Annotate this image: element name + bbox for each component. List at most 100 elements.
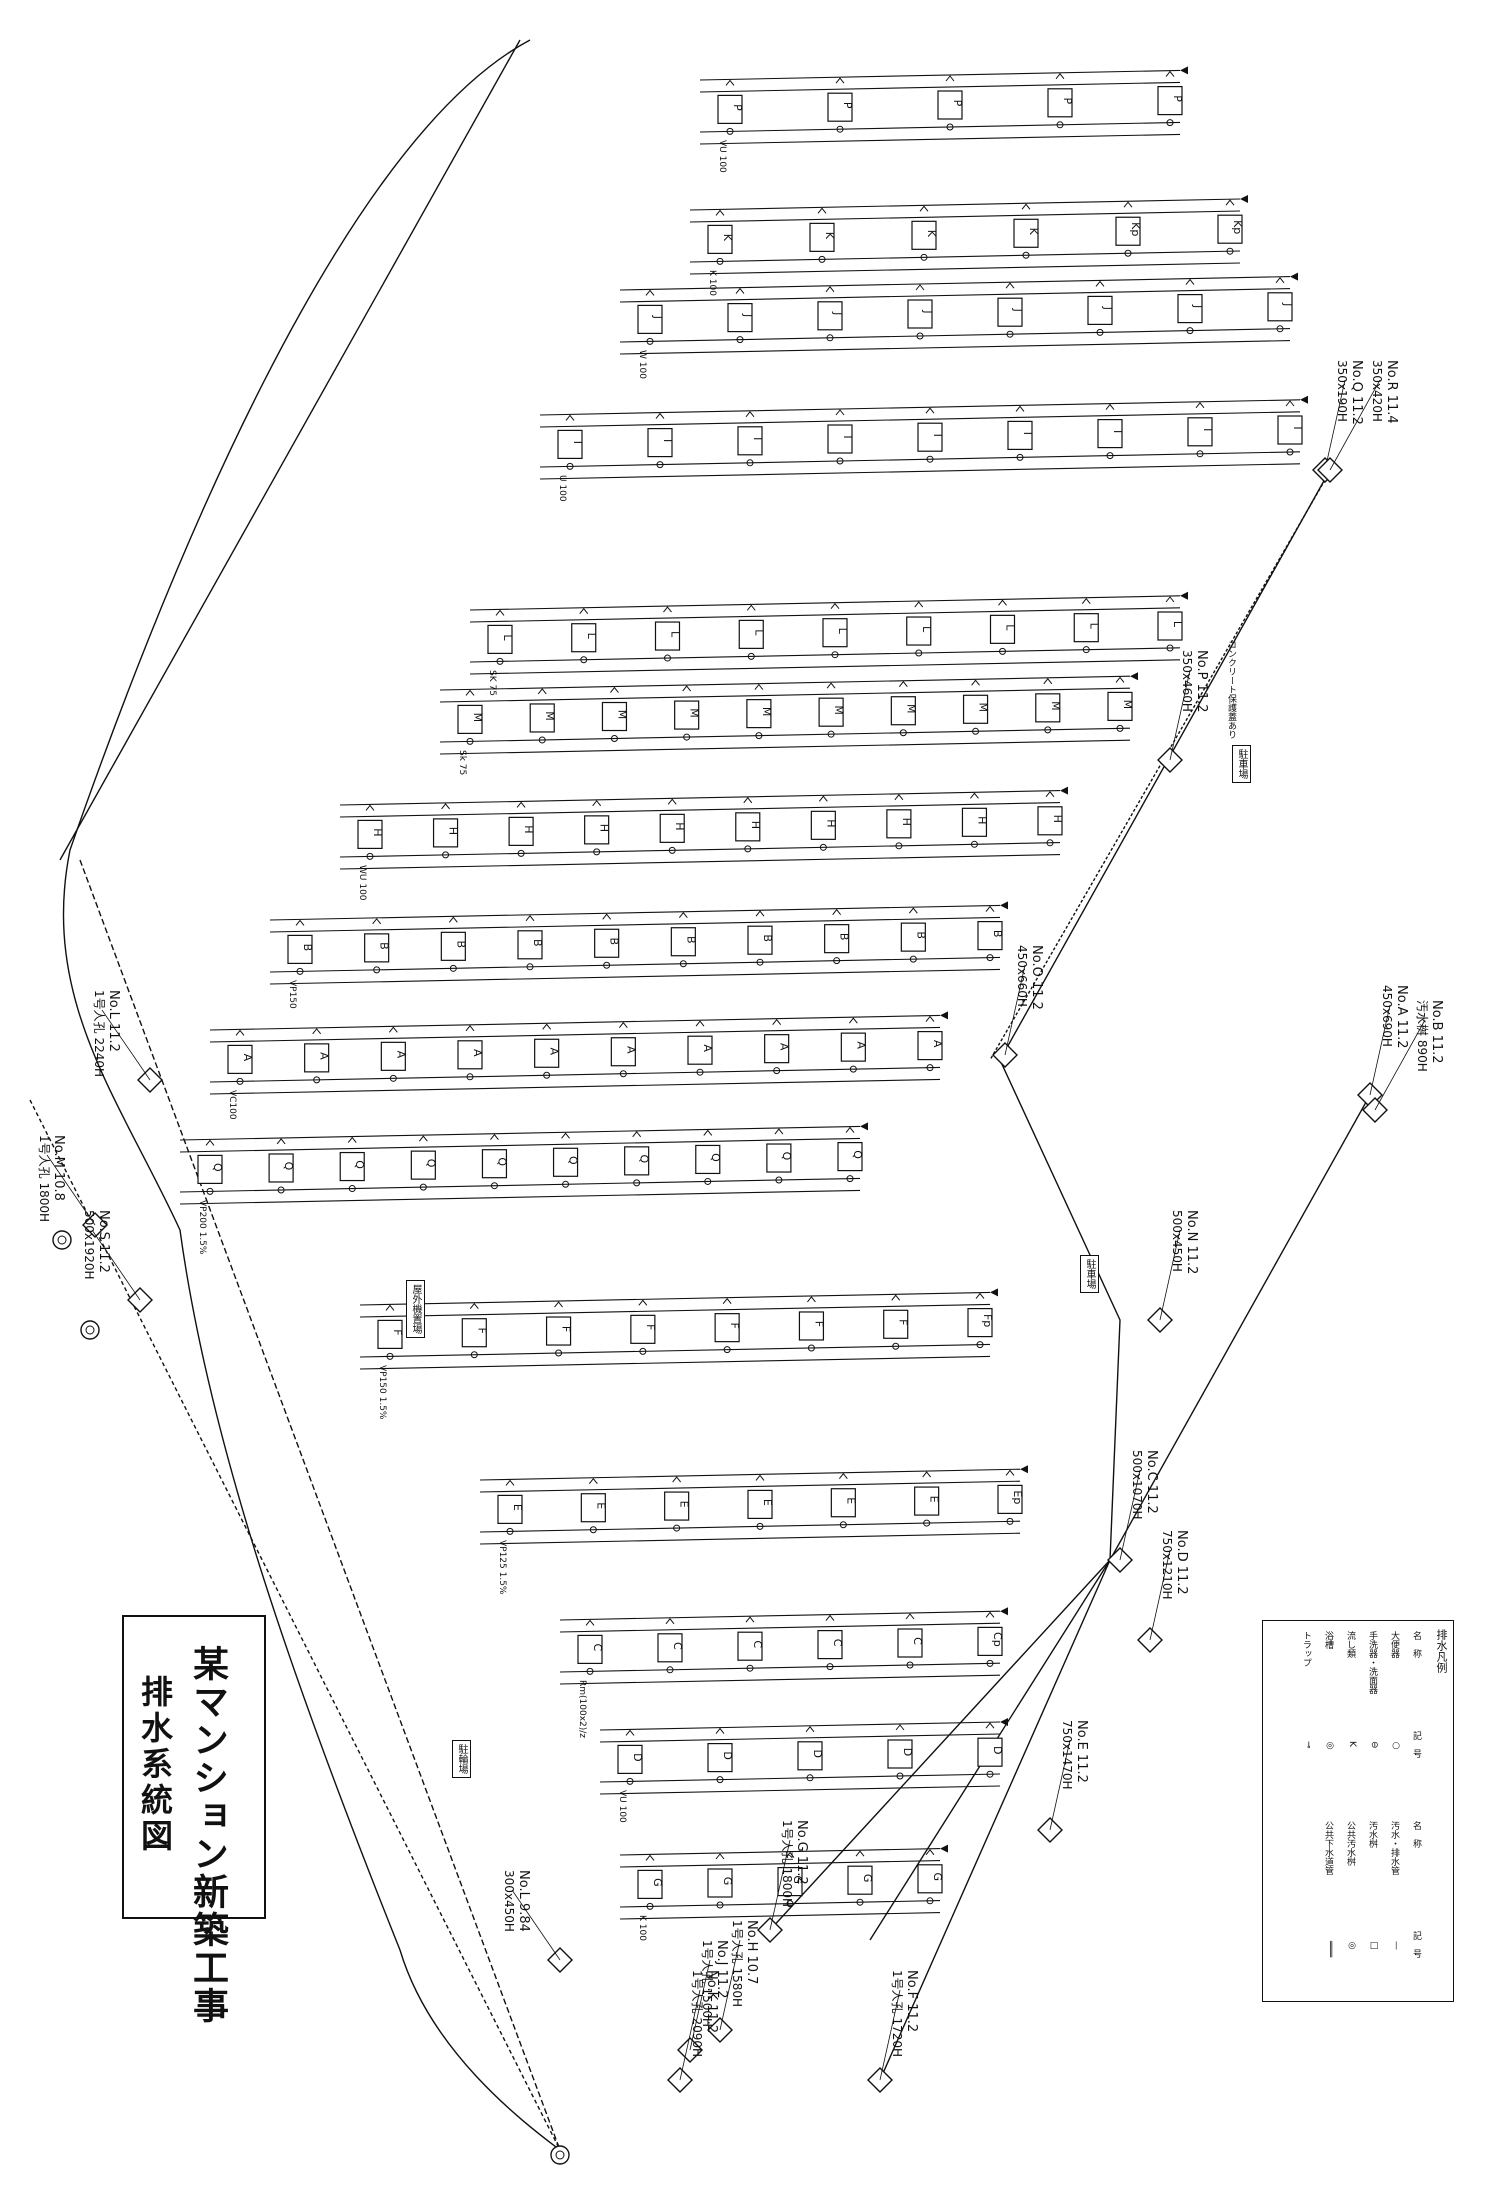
trap-mark <box>735 287 745 294</box>
pipe-tag: Rm(100x2)/z <box>577 1680 587 1738</box>
legend-table: 排水凡例 名 称 記 号 名 称 記 号 大便器 ○ 手洗器・洗面器 ⊖ 流し類… <box>1262 1620 1454 2002</box>
fixture-mark <box>999 647 1006 655</box>
apartment-unit: B <box>440 916 467 972</box>
fixture-mark <box>836 457 844 465</box>
apartment-unit: M <box>1107 676 1134 732</box>
trap-mark <box>312 1028 322 1035</box>
unit-letter: F <box>728 1322 741 1328</box>
unit-letter: F <box>475 1328 488 1334</box>
unit-letter: L <box>836 628 849 635</box>
apartment-unit: P <box>717 79 744 135</box>
trap-mark <box>745 410 755 418</box>
trap-mark <box>998 599 1007 606</box>
unit-letter: B <box>914 931 927 939</box>
manhole-label: No.S 11.2 <box>96 1210 111 1273</box>
branch-pipe <box>619 288 1291 303</box>
legend-col-name-2: 名 称 <box>1411 1821 1421 1848</box>
apartment-unit: L <box>738 604 765 660</box>
apartment-unit: F <box>630 1299 657 1355</box>
collector-line <box>879 469 1331 2081</box>
unit-letter: D <box>811 1750 824 1758</box>
fixture-mark <box>696 1068 704 1076</box>
fixture-mark <box>296 967 304 975</box>
fixture-mark <box>555 1349 563 1357</box>
trap-mark <box>922 1471 932 1478</box>
fixture-mark <box>610 735 618 743</box>
trap-mark <box>365 804 375 811</box>
apartment-unit: A <box>917 1015 944 1072</box>
trap-mark <box>418 1135 428 1142</box>
trap-mark <box>848 1017 858 1024</box>
unit-letter: J <box>651 315 664 319</box>
unit-letter: Q <box>709 1153 722 1162</box>
manhole-detail: 1号人孔 1800H <box>37 1135 51 1222</box>
manhole-label: No.R 11.4 <box>1384 360 1399 424</box>
unit-letter: L <box>501 634 514 641</box>
manhole-detail: 350x420H <box>1370 360 1384 422</box>
branch-pipe <box>469 595 1181 611</box>
fixture-mark <box>1022 251 1030 259</box>
fixture-mark <box>1166 119 1174 127</box>
trap-mark <box>985 1611 995 1618</box>
unit-letter: J <box>921 309 934 313</box>
fixture-mark <box>1006 1517 1014 1525</box>
unit-letter: B <box>838 933 851 941</box>
unit-letter: C <box>911 1637 924 1645</box>
fixture-mark <box>442 851 450 859</box>
apartment-unit: L <box>1157 596 1184 652</box>
fixture-mark <box>756 1522 764 1530</box>
fixture-mark <box>906 1661 914 1669</box>
legend-item-symbol: ⊖ <box>1369 1741 1379 1749</box>
apartment-unit: Q <box>624 1131 651 1187</box>
unit-letter: A <box>854 1041 867 1049</box>
pipe-tag: VP150 1.5% <box>377 1365 387 1420</box>
manhole: No.C 11.2500x1070H <box>1107 1450 1159 1573</box>
unit-letter: L <box>1004 624 1017 631</box>
trap-mark <box>1015 405 1025 412</box>
trap-mark <box>715 209 725 216</box>
apartment-unit: F <box>461 1302 488 1359</box>
unit-letter: L <box>1171 621 1184 628</box>
title-block: 某マンション新築工事 排水系統図 <box>122 1615 266 2025</box>
legend-col-name-1: 名 称 <box>1411 1631 1421 1658</box>
trap-mark <box>754 683 764 690</box>
end-cap <box>1240 195 1248 203</box>
fixture-mark <box>892 1342 900 1350</box>
legend-item-symbol: □ <box>1369 1941 1379 1951</box>
branch-pipe <box>339 790 1061 806</box>
fixture-mark <box>656 461 664 469</box>
unit-letter: G <box>861 1874 874 1883</box>
trap-mark <box>588 1477 598 1485</box>
pipe-tag: SK 75 <box>487 670 497 696</box>
unit-letter: C <box>831 1639 844 1647</box>
fixture-mark <box>746 459 754 467</box>
apartment-unit: F <box>883 1294 910 1350</box>
unit-letter: I <box>751 437 764 440</box>
branch-pipe <box>339 802 1061 818</box>
fixture-mark <box>277 1186 285 1194</box>
area-label-parking: 駐車場 <box>1232 745 1251 783</box>
trap-mark <box>235 1029 245 1036</box>
unit-letter: Ep <box>1011 1490 1024 1504</box>
fixture-mark <box>389 1074 397 1082</box>
public-sewer-line <box>29 1099 561 2151</box>
unit-letter: F <box>897 1319 910 1325</box>
apartment-unit: F <box>798 1296 825 1352</box>
branch-pipe <box>439 739 1131 755</box>
apartment-unit: B <box>287 919 314 975</box>
unit-letter: Fp <box>981 1314 994 1327</box>
end-cap <box>1000 1718 1008 1726</box>
fixture-mark <box>839 1521 847 1529</box>
fixture-mark <box>923 1519 931 1527</box>
unit-letter: P <box>1171 95 1184 102</box>
apartment-unit: E <box>580 1477 607 1534</box>
apartment-unit: D <box>977 1722 1004 1778</box>
fixture-mark <box>664 654 671 662</box>
fixture-mark <box>831 651 839 659</box>
legend-item-symbol: ═══ <box>1325 1941 1335 1958</box>
trap-mark <box>1021 203 1031 210</box>
apartment-unit: M <box>457 689 484 745</box>
